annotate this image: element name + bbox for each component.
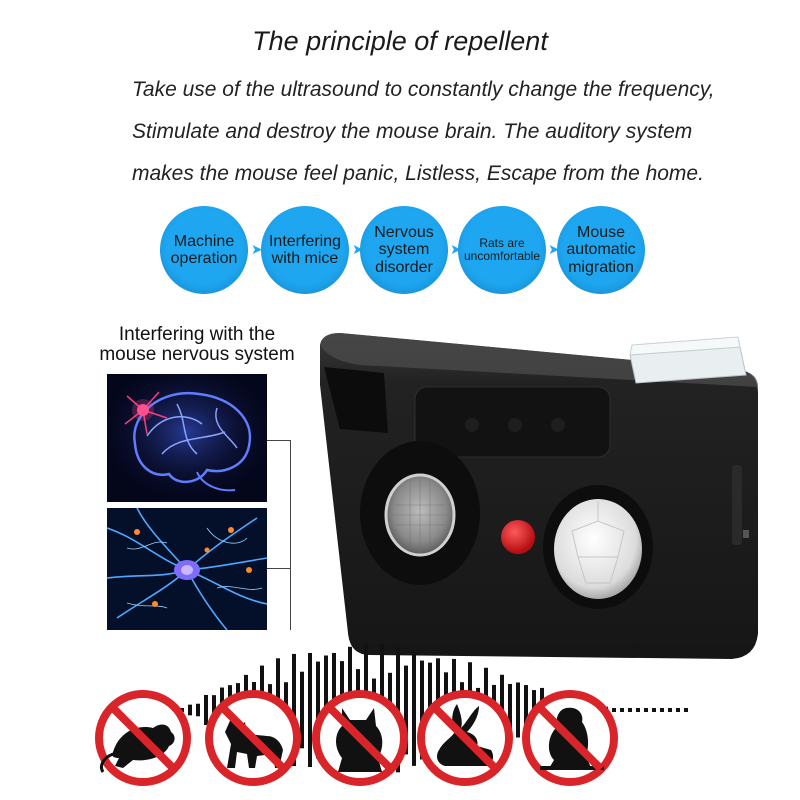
page-title: The principle of repellent [252,26,548,56]
caption-line-2: mouse nervous system [99,344,295,365]
step-text: automatic [566,241,636,259]
prohibited-animals [95,690,618,786]
connector-line [290,440,291,630]
step-text: migration [568,258,634,276]
description-line-1: Take use of the ultrasound to constantly… [132,78,715,101]
arrow-icon: ➤ [450,241,462,257]
wave-bar [660,708,664,712]
wave-bar [676,708,680,712]
prohibited-cat-icon [312,690,408,786]
step-text: system [378,241,430,259]
caption-line-1: Interfering with the [118,324,276,345]
wave-bar [180,708,184,712]
wave-bar [212,695,216,725]
step-text: Nervous [374,224,434,242]
neuron-image [107,508,267,630]
repeller-device [320,333,758,659]
prohibited-mouse-icon [95,690,191,786]
wave-bar [404,665,408,755]
prohibited-squirrel-icon [522,690,618,786]
wave-bar [636,708,640,712]
step-text: operation [170,250,238,267]
prohibited-dog-icon [205,690,301,786]
wave-bar [508,683,512,737]
wave-bar [204,694,208,726]
connector-line [267,568,291,569]
wave-bar [644,708,648,712]
prohibited-rabbit-icon [417,690,513,786]
wave-bar [620,708,624,712]
connector-line [267,440,291,441]
wave-bar [612,708,616,712]
brain-image [107,374,267,502]
wave-bar [516,682,520,738]
wave-bar [668,708,672,712]
wave-bar [196,703,200,717]
wave-bar [684,708,688,712]
step-text: Machine [173,232,235,250]
step-text: disorder [375,258,433,276]
wave-bar [316,661,320,759]
wave-bar [292,653,296,767]
wave-bar [420,660,424,760]
wave-bar [300,671,304,749]
description-line-3: makes the mouse feel panic, Listless, Es… [132,162,704,185]
brain-illustration [107,374,267,502]
step-text: Interfering [268,232,342,250]
wave-bar [412,654,416,766]
neuron-illustration [107,508,267,630]
description-line-2: Stimulate and destroy the mouse brain. T… [132,120,693,143]
nervous-system-caption: Interfering with the mouse nervous syste… [92,325,302,365]
wave-bar [188,704,192,716]
wave-bar [308,652,312,768]
arrow-icon: ➤ [352,241,364,257]
wave-bar [524,685,528,735]
arrow-icon: ➤ [548,241,560,257]
indicator-light [501,520,535,554]
step-text: Rats are [479,236,525,251]
step-text: with mice [271,250,339,267]
step-text: uncomfortable [463,249,541,263]
arrow-icon: ➤ [251,241,263,257]
wave-bar [628,708,632,712]
wave-bar [652,708,656,712]
step-text: Mouse [576,224,626,242]
